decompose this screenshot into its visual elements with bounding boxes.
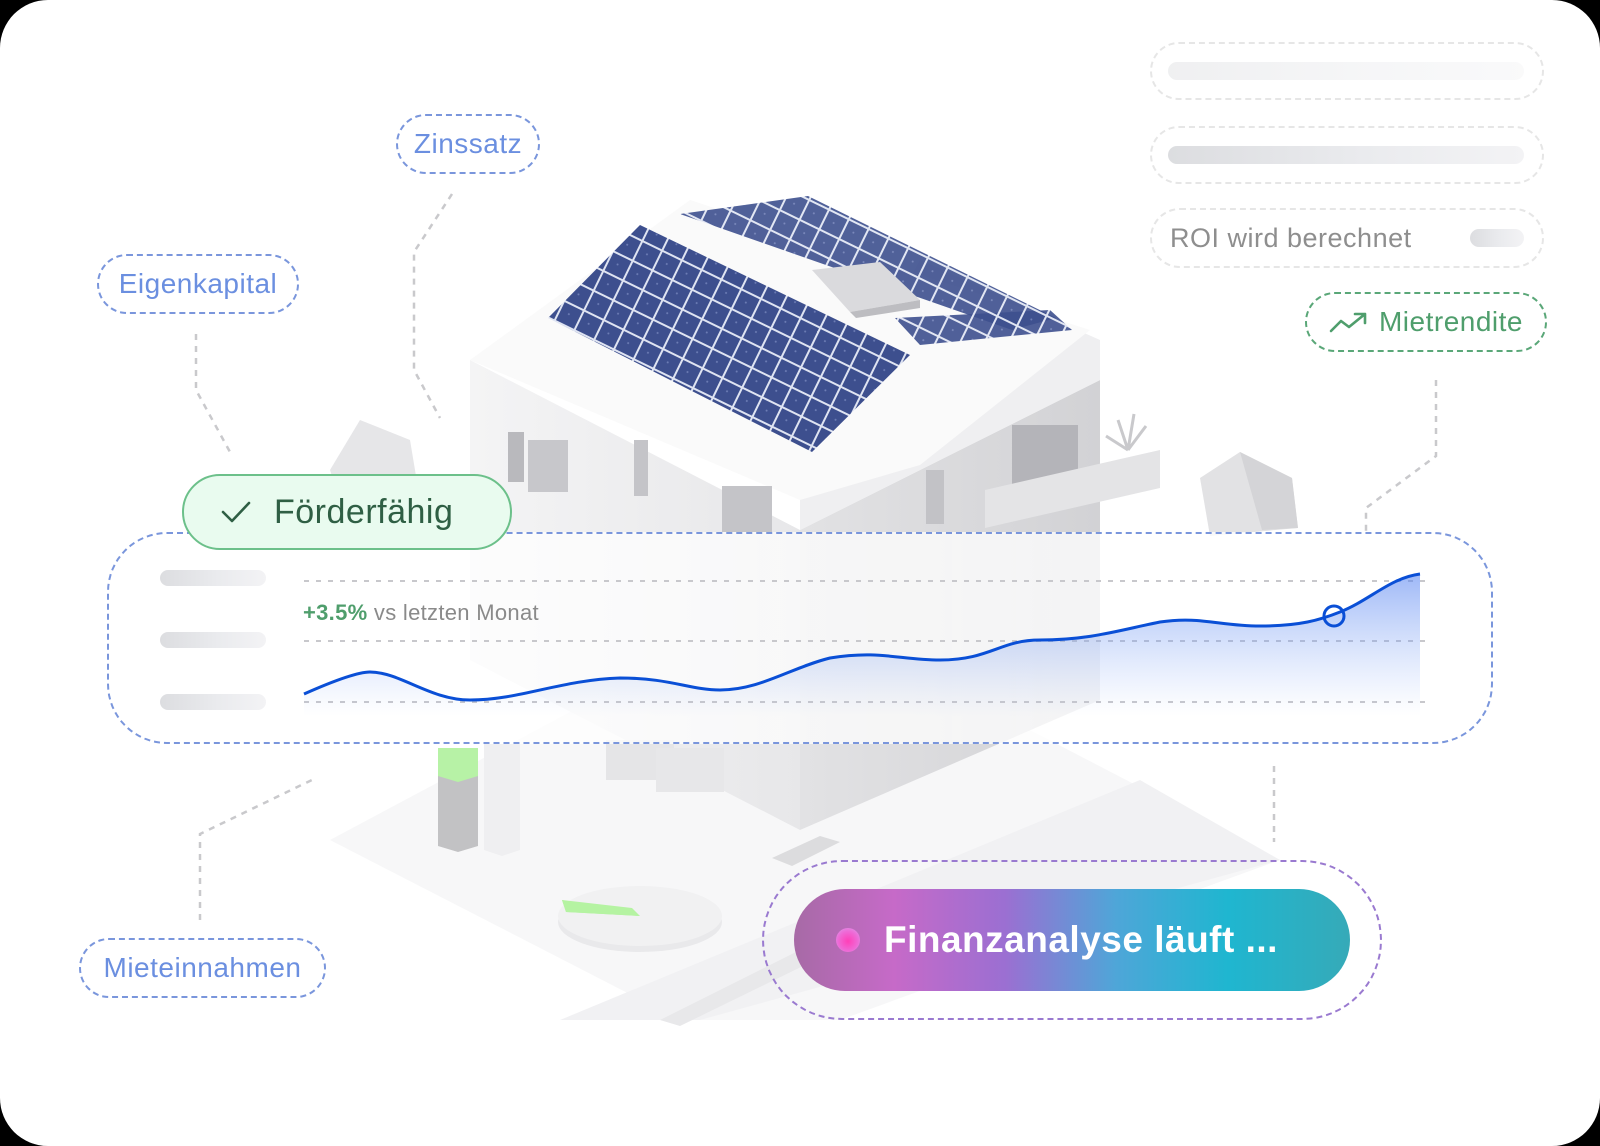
skeleton-bar [1168,146,1524,164]
label-mieteinnahmen[interactable]: Mieteinnahmen [79,938,326,998]
label-mietrendite[interactable]: Mietrendite [1305,292,1547,352]
chart-highlight-point [1322,604,1346,628]
pulse-dot-icon [836,928,860,952]
connector-mietrendite [1364,380,1438,532]
trending-up-icon [1329,312,1367,333]
analysis-outline [762,860,1382,1020]
legend-skeleton-3 [160,694,266,710]
label-zinssatz-text: Zinssatz [413,128,523,159]
label-mieteinnahmen-text: Mieteinnahmen [103,952,302,983]
label-zinssatz[interactable]: Zinssatz [396,114,540,174]
eligibility-badge: Förderfähig [182,474,512,550]
label-eigenkapital[interactable]: Eigenkapital [97,254,299,314]
label-eigenkapital-text: Eigenkapital [118,268,278,299]
finanzanalyse-label: Finanzanalyse läuft ... [884,919,1278,960]
check-icon [221,501,251,523]
connector-mieteinnahmen [198,776,317,920]
delta-text: vs letzten Monat [367,600,539,625]
chart-line [303,572,1421,702]
status-skeleton-row-1 [1150,42,1544,100]
roi-progress-bar [1470,229,1524,247]
roi-status-text: ROI wird berechnet [1170,222,1412,253]
legend-skeleton-2 [160,632,266,648]
skeleton-bar [1168,62,1524,80]
finanzanalyse-button[interactable]: Finanzanalyse läuft ... [794,889,1350,991]
delta-value: +3.5% [303,600,368,625]
label-mietrendite-text: Mietrendite [1378,306,1523,337]
chart-area [304,574,1420,716]
delta-indicator: +3.5% vs letzten Monat [303,600,539,626]
legend-skeleton-1 [160,570,266,586]
eligibility-label: Förderfähig [274,492,454,531]
